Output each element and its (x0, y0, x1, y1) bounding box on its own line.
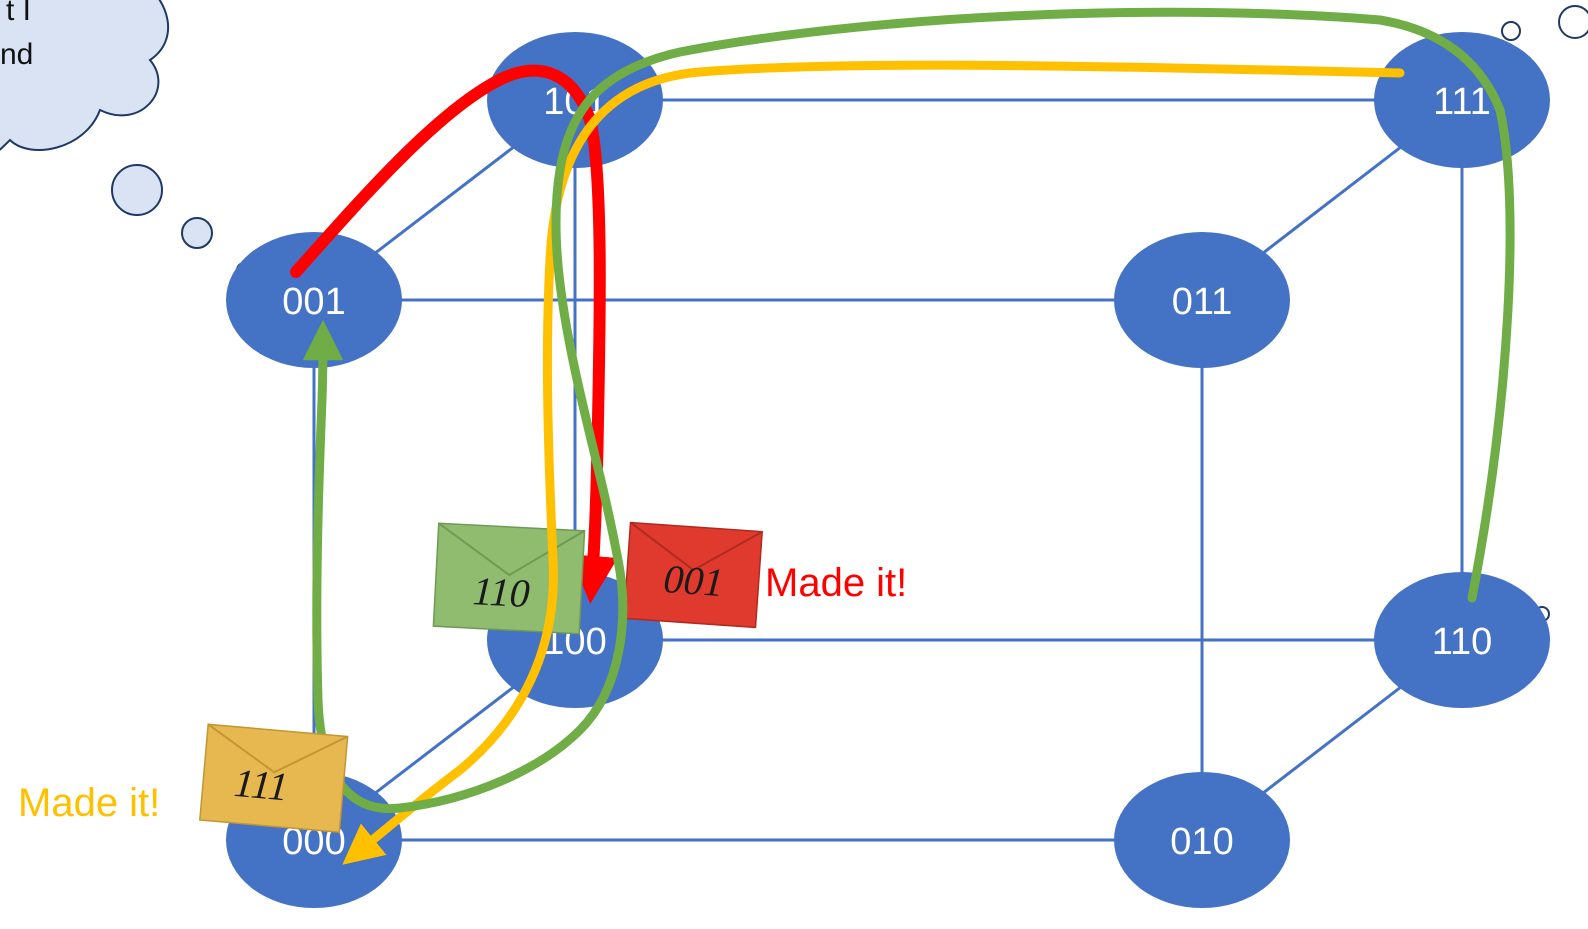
green-envelope-flap (438, 522, 586, 577)
yellow-envelope-flap (207, 723, 349, 774)
node-111-label: 111 (1433, 81, 1491, 123)
yellow-envelope-label: 111 (232, 760, 290, 810)
node-010: 010 (1114, 772, 1290, 908)
node-010-label: 010 (1170, 821, 1233, 863)
made-it-red-label: Made it! (765, 561, 907, 605)
red-envelope-body (623, 521, 763, 629)
node-011: 011 (1114, 232, 1290, 368)
cube-edges (312, 98, 1464, 842)
deco-dot-large (1558, 5, 1588, 39)
node-110-label: 110 (1432, 621, 1493, 663)
deco-dot-small (1501, 21, 1521, 41)
red-envelope-flap (629, 521, 763, 572)
yellow-envelope-body (198, 723, 349, 833)
node-011-label: 011 (1172, 281, 1233, 323)
thought-dot-large (111, 164, 163, 216)
node-001: 001 (226, 232, 402, 368)
green-route-path (302, 7, 1515, 814)
made-it-yellow-label: Made it! (18, 781, 160, 825)
green-envelope: 110 (432, 522, 586, 635)
thought-bubble: t I nd (0, 0, 252, 278)
thought-text-line1: t I (6, 0, 31, 27)
green-envelope-body (432, 522, 586, 635)
node-110: 110 (1374, 572, 1550, 708)
node-001-label: 001 (282, 281, 345, 323)
node-010-shape (1114, 772, 1290, 908)
node-001-shape (226, 232, 402, 368)
green-envelope-label: 110 (472, 568, 531, 616)
node-011-shape (1114, 232, 1290, 368)
red-envelope-label: 001 (662, 556, 725, 605)
node-110-shape (1374, 572, 1550, 708)
thought-cloud (0, 0, 169, 151)
yellow-route-path (342, 60, 1405, 865)
yellow-envelope: 111 (198, 723, 349, 833)
red-envelope: 001 (623, 521, 763, 629)
thought-dot-medium (181, 217, 213, 249)
thought-text-line2: nd (0, 38, 33, 71)
